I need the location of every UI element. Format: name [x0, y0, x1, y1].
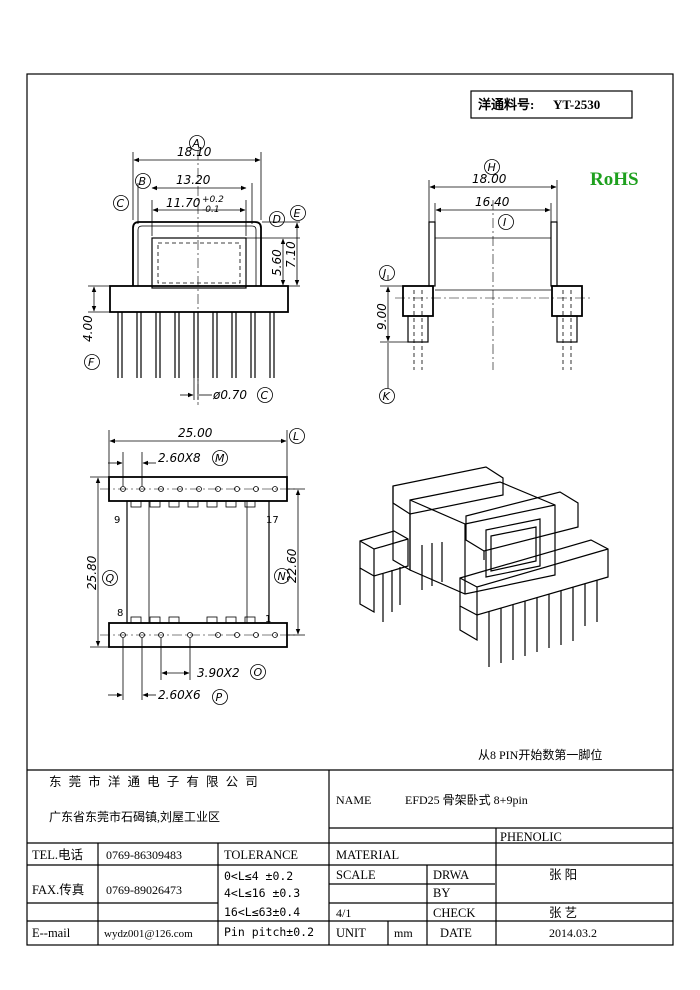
- dim-C-value: 11.70: [166, 196, 201, 210]
- svg-text:+0.2: +0.2: [202, 195, 224, 205]
- date-label: DATE: [440, 926, 472, 940]
- dim-I-value: 16.40: [475, 195, 510, 209]
- bottom-view: 9 17 8 1 25.00 L 2.60X8 M 22.60 N 25.80 …: [85, 426, 305, 705]
- dim-P-value: 2.60X6: [158, 688, 201, 702]
- svg-text:Q: Q: [106, 572, 115, 585]
- dim-M-value: 2.60X8: [158, 451, 201, 465]
- email-value: wydz001@126.com: [104, 928, 193, 940]
- dim-A-value: 18.10: [177, 145, 212, 159]
- material-value: PHENOLIC: [500, 830, 562, 844]
- drawing-border: [26, 73, 674, 946]
- svg-text:B: B: [139, 175, 147, 188]
- dim-O-value: 3.90X2: [197, 666, 240, 680]
- svg-text:-0.1: -0.1: [202, 205, 220, 215]
- front-view: 18.10 A 13.20 B 11.70 +0.2 -0.1 C 5.60 7…: [81, 135, 306, 405]
- fax-label: FAX.传真: [32, 882, 84, 897]
- svg-text:F: F: [88, 356, 95, 369]
- svg-text:M: M: [215, 452, 225, 465]
- svg-text:C: C: [117, 197, 125, 210]
- fax-value: 0769-89026473: [106, 883, 182, 897]
- drawn-label-2: BY: [433, 886, 450, 900]
- rohs-mark: RoHS: [590, 169, 639, 190]
- part-number-value: YT-2530: [553, 97, 600, 112]
- svg-text:P: P: [216, 691, 223, 704]
- title-block: [27, 769, 673, 945]
- isometric-view: [359, 466, 609, 667]
- side-view: 18.00 H 16.40 I 9.00 J K: [375, 159, 590, 404]
- dim-B-value: 13.20: [176, 173, 211, 187]
- dim-F-value: 4.00: [81, 315, 95, 342]
- material-label: MATERIAL: [336, 848, 399, 862]
- svg-text:C: C: [261, 389, 269, 402]
- dim-G-value: ø0.70: [212, 388, 247, 402]
- drawn-value: 张 阳: [549, 867, 577, 882]
- svg-text:I: I: [503, 216, 506, 229]
- svg-text:L: L: [293, 430, 299, 443]
- dim-L-value: 25.00: [178, 426, 213, 440]
- pin-label-9: 9: [114, 515, 120, 526]
- tel-label: TEL.电话: [32, 848, 83, 862]
- unit-label: UNIT: [336, 926, 366, 940]
- scale-value: 4/1: [336, 906, 351, 920]
- part-number-box: 洋通料号: YT-2530: [470, 90, 633, 119]
- check-value: 张 艺: [549, 905, 577, 920]
- title-block-text: 东 莞 市 洋 通 电 子 有 限 公 司 广东省东莞市石碣镇,刘屋工业区 NA…: [32, 774, 597, 940]
- tolerance-line-3: 16<L≤63±0.4: [224, 905, 300, 919]
- svg-text:O: O: [254, 666, 263, 679]
- drawn-label-1: DRWA: [433, 868, 469, 882]
- pin-start-note: 从8 PIN开始数第一脚位: [478, 747, 602, 762]
- svg-text:H: H: [488, 161, 496, 174]
- scale-label: SCALE: [336, 868, 376, 882]
- tel-value: 0769-86309483: [106, 848, 182, 862]
- unit-value: mm: [394, 926, 413, 940]
- date-value: 2014.03.2: [549, 926, 597, 940]
- tolerance-line-1: 0<L≤4 ±0.2: [224, 869, 293, 883]
- svg-text:J: J: [381, 267, 386, 280]
- company-name: 东 莞 市 洋 通 电 子 有 限 公 司: [49, 774, 260, 789]
- tolerance-line-4: Pin pitch±0.2: [224, 925, 314, 939]
- dim-H-value: 18.00: [472, 172, 507, 186]
- email-label: E--mail: [32, 926, 71, 940]
- tolerance-label: TOLERANCE: [224, 848, 298, 862]
- pin-label-17: 17: [266, 515, 279, 526]
- company-address: 广东省东莞市石碣镇,刘屋工业区: [49, 809, 220, 824]
- part-number-label: 洋通料号:: [478, 97, 534, 112]
- dim-N-value: 22.60: [285, 548, 299, 583]
- svg-text:E: E: [294, 207, 301, 220]
- tolerance-line-2: 4<L≤16 ±0.3: [224, 886, 300, 900]
- check-label: CHECK: [433, 906, 475, 920]
- svg-text:A: A: [192, 137, 201, 150]
- pin-label-1: 1: [265, 614, 271, 625]
- pin-label-8: 8: [117, 608, 123, 619]
- dim-D-value: 5.60: [270, 249, 284, 276]
- svg-text:N: N: [278, 570, 286, 583]
- name-label: NAME: [336, 793, 371, 807]
- svg-text:D: D: [273, 213, 281, 226]
- dim-Q-value: 25.80: [85, 555, 99, 590]
- svg-text:K: K: [383, 390, 391, 403]
- dim-J-value: 9.00: [375, 303, 389, 330]
- name-value: EFD25 骨架卧式 8+9pin: [405, 793, 528, 807]
- dim-E-value: 7.10: [284, 241, 298, 268]
